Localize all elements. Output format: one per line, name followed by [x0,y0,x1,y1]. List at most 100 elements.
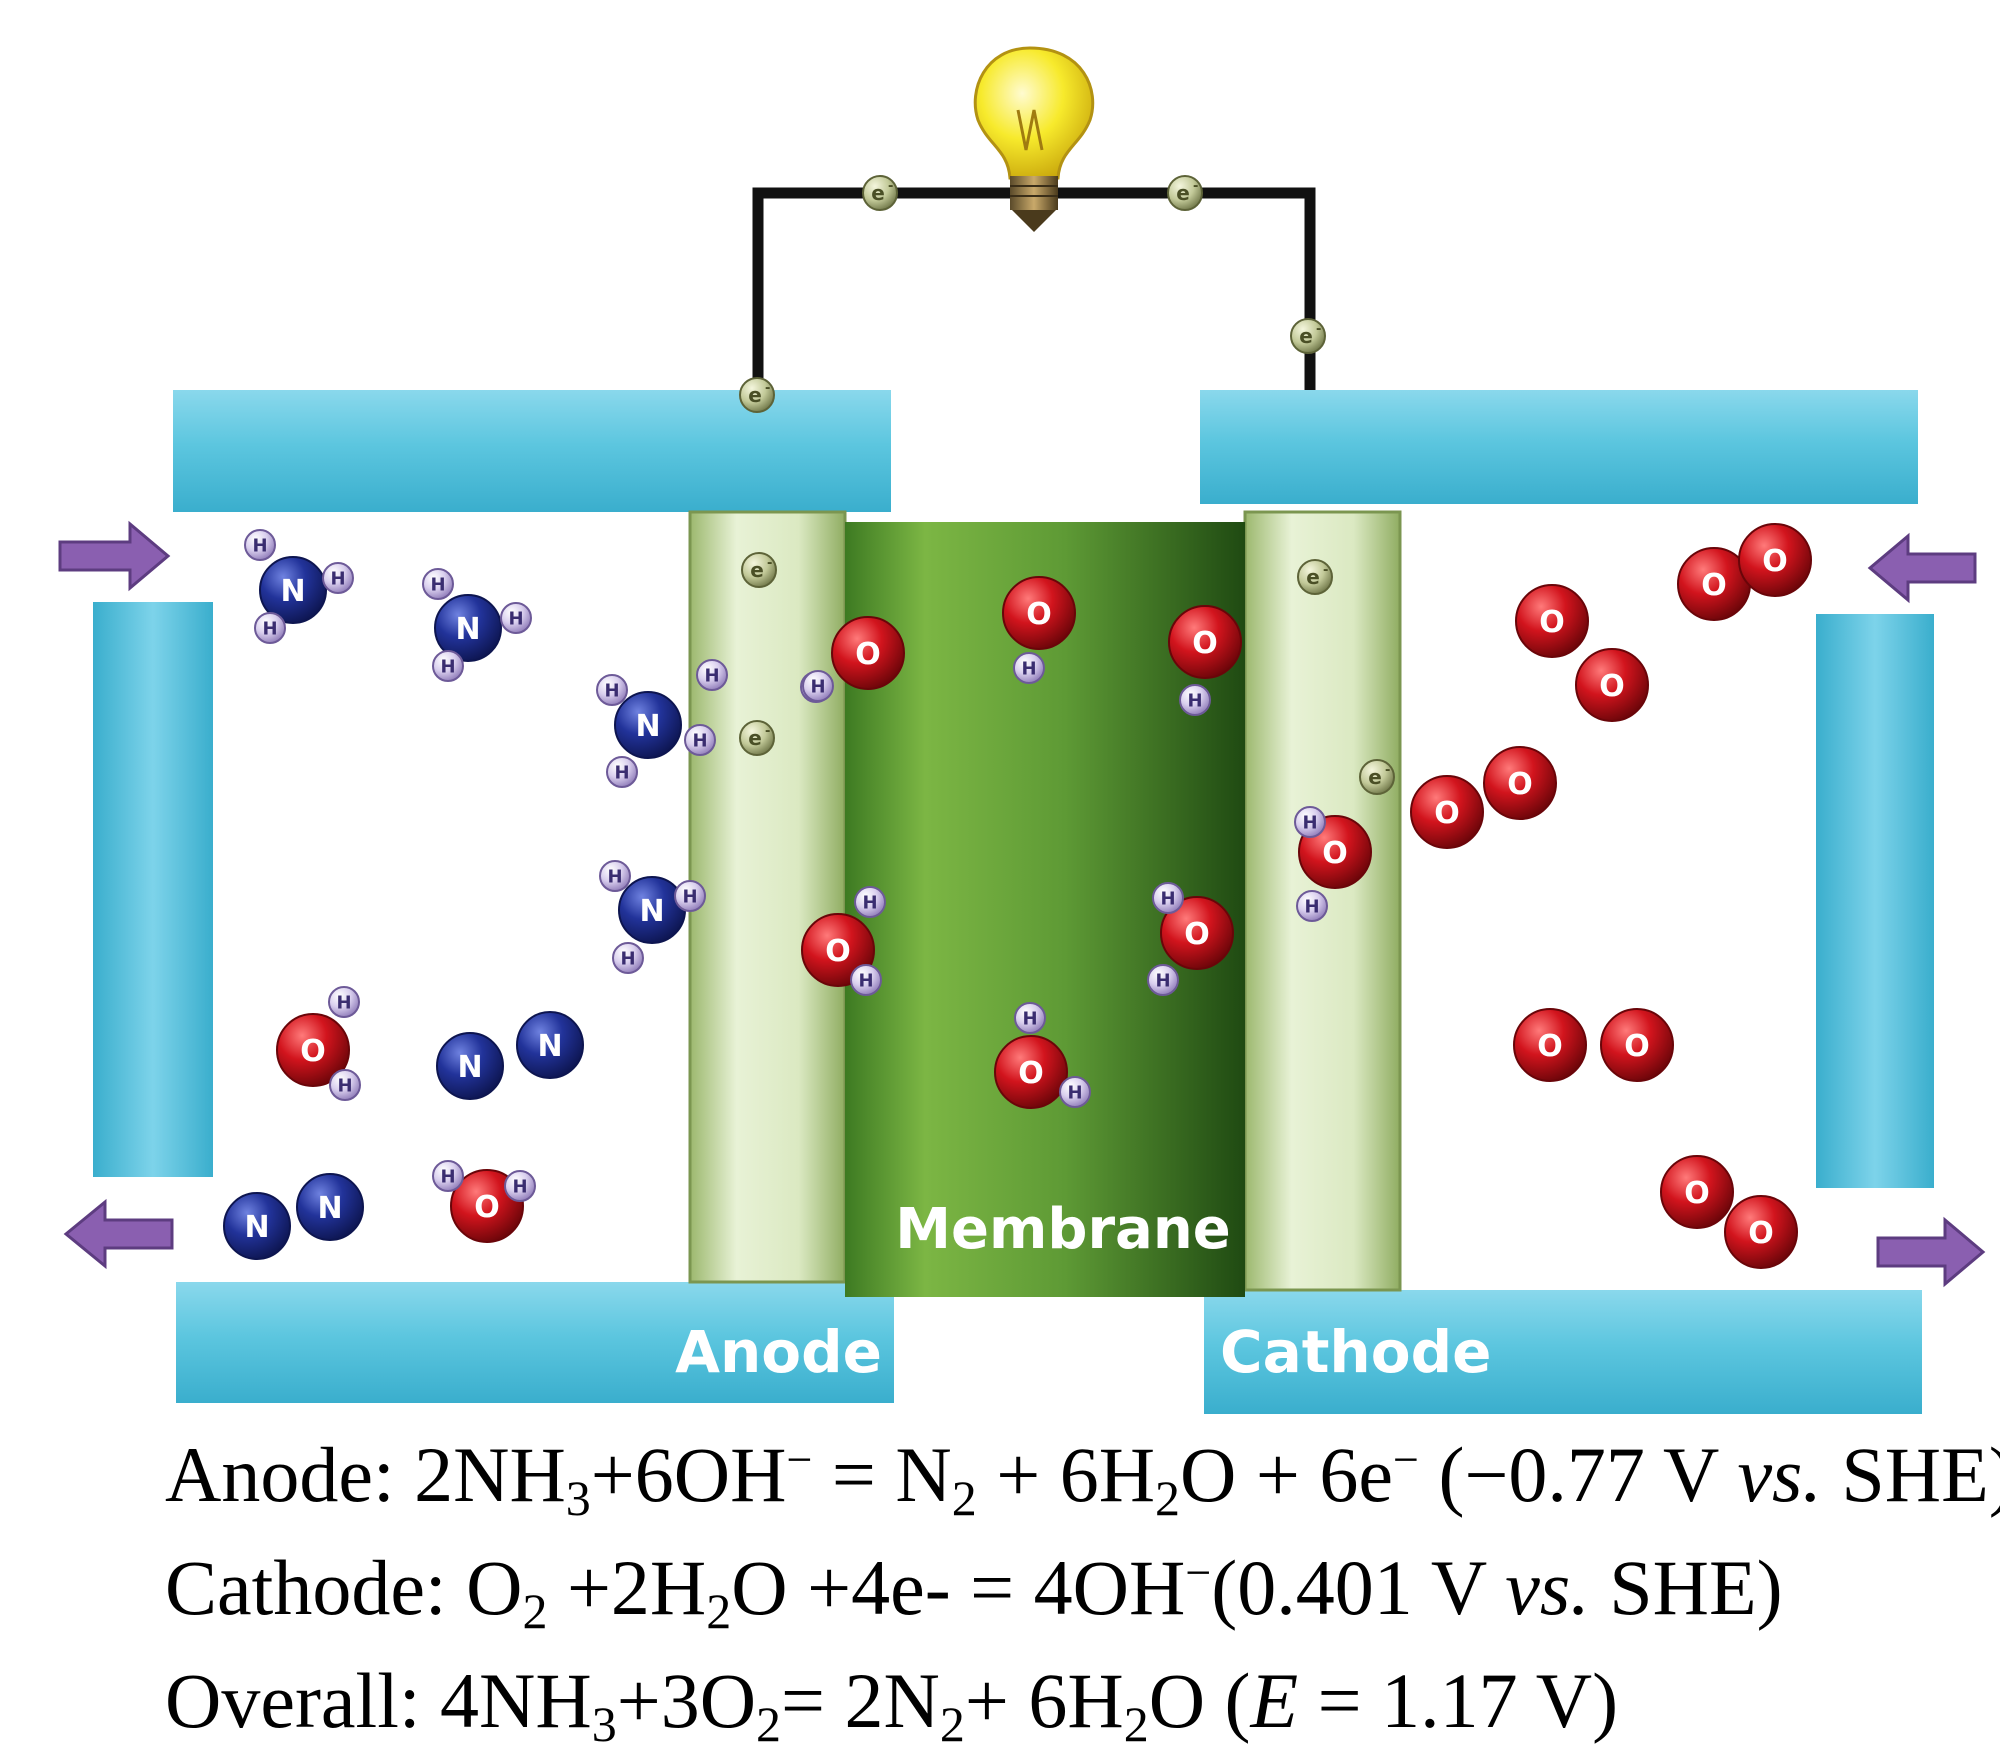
svg-text:e: e [1299,324,1313,348]
hydrogen-atom: H [1153,883,1183,913]
cathode-top-plate [1200,390,1918,504]
nitrogen-atom: N [437,1033,503,1099]
cathode-label: Cathode [1220,1318,1491,1386]
svg-text:H: H [336,992,351,1013]
anode-side-plate [93,602,213,1177]
svg-text:O: O [1192,626,1218,661]
electron: e- [863,176,897,210]
oxygen-molecule: OO [1516,585,1648,721]
svg-text:H: H [1160,888,1175,909]
svg-text:H: H [620,948,635,969]
svg-text:N: N [280,574,305,609]
nitrogen-atom: N [619,877,685,943]
svg-text:H: H [508,608,523,629]
overall-equation: Overall: 4NH3+3O2= 2N2+ 6H2O (E = 1.17 V… [165,1651,1985,1764]
oxygen-atom: O [1601,1009,1673,1081]
svg-text:O: O [855,637,881,672]
oxygen-atom: O [1725,1196,1797,1268]
svg-text:H: H [252,535,267,556]
svg-text:N: N [244,1210,269,1245]
svg-text:O: O [474,1190,500,1225]
svg-text:H: H [1304,896,1319,917]
electron: e- [740,378,774,412]
water-molecule: OH H [277,987,360,1100]
svg-text:N: N [317,1191,342,1226]
hydrogen-atom: H [329,987,359,1017]
oxygen-atom: O [1514,1009,1586,1081]
oxygen-atom: O [1411,776,1483,848]
hydrogen-atom: H [1060,1077,1090,1107]
oxygen-atom: O [1576,649,1648,721]
electron: e- [1291,319,1325,353]
svg-text:H: H [430,574,445,595]
hydrogen-atom: H [1297,891,1327,921]
cathode-side-plate [1816,614,1934,1188]
svg-text:-: - [767,556,772,571]
svg-text:N: N [635,709,660,744]
oxygen-atom: O [1739,524,1811,596]
inlet-arrow-left [60,524,168,588]
svg-text:H: H [614,762,629,783]
svg-text:H: H [262,618,277,639]
svg-text:-: - [1385,763,1390,778]
svg-text:H: H [1155,970,1170,991]
hydrogen-atom: H [600,861,630,891]
anode-electrode [690,512,845,1282]
svg-text:N: N [639,894,664,929]
hydrogen-atom: H [1015,1003,1045,1033]
svg-text:e: e [1306,565,1320,589]
electron: e- [1360,760,1394,794]
svg-text:O: O [1684,1176,1710,1211]
nitrogen-atom: N [517,1012,583,1078]
svg-text:-: - [888,179,893,194]
svg-text:O: O [1026,597,1052,632]
nitrogen-molecule: NN [437,1012,583,1099]
svg-text:O: O [1434,796,1460,831]
svg-text:-: - [765,381,770,396]
hydrogen-atom: H [505,1171,535,1201]
svg-text:H: H [1021,658,1036,679]
svg-text:H: H [682,886,697,907]
svg-text:H: H [440,656,455,677]
svg-text:H: H [330,568,345,589]
oxygen-atom: O [1661,1156,1733,1228]
electron: e- [1168,176,1202,210]
hydrogen-atom: H [330,1070,360,1100]
svg-text:H: H [440,1166,455,1187]
oxygen-atom: O [1003,577,1075,649]
svg-text:O: O [1184,917,1210,952]
hydrogen-atom: H [433,651,463,681]
svg-text:e: e [750,558,764,582]
svg-text:e: e [1368,765,1382,789]
svg-text:H: H [1067,1082,1082,1103]
svg-text:e: e [748,726,762,750]
hydrogen-atom: H [1014,653,1044,683]
water-molecule: OH H [433,1161,535,1242]
hydrogen-atom: H [613,943,643,973]
svg-text:H: H [810,676,825,697]
hydrogen-atom: H [675,881,705,911]
svg-text:O: O [825,934,851,969]
svg-text:-: - [765,724,770,739]
svg-text:H: H [692,730,707,751]
hydrogen-atom: H [423,569,453,599]
hydrogen-atom: H [597,675,627,705]
hydrogen-atom: H [323,563,353,593]
svg-text:O: O [1599,669,1625,704]
hydrogen-atom: H [1295,807,1325,837]
inlet-arrow-right [1870,536,1975,600]
ammonia-molecule: NHHH [245,530,353,643]
oxygen-molecule: OO [1661,1156,1797,1268]
svg-text:O: O [1322,836,1348,871]
svg-text:O: O [1539,605,1565,640]
svg-text:O: O [1624,1029,1650,1064]
anode-equation: Anode: 2NH3+6OH− = N2 + 6H2O + 6e− (−0.7… [165,1425,1985,1538]
svg-text:O: O [300,1034,326,1069]
hydrogen-atom: H [255,613,285,643]
outlet-arrow-right [1878,1220,1983,1284]
reaction-equations: Anode: 2NH3+6OH− = N2 + 6H2O + 6e− (−0.7… [165,1425,1985,1764]
svg-text:-: - [1316,322,1321,337]
svg-text:N: N [537,1029,562,1064]
electron: e- [742,553,776,587]
